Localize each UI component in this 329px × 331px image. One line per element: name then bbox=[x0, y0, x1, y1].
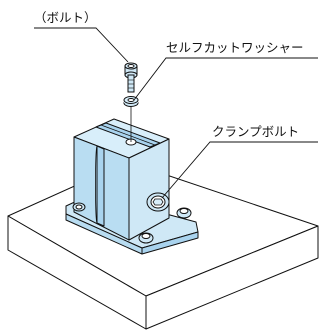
flange-bolt-left bbox=[72, 202, 86, 212]
clamp-side-slot bbox=[96, 145, 105, 227]
washer-part bbox=[123, 96, 139, 107]
flange-bolt-front bbox=[138, 232, 154, 244]
flange-left bbox=[65, 213, 143, 255]
washer-leader bbox=[133, 57, 318, 101]
washer-label: セルフカットワッシャー bbox=[166, 40, 304, 55]
bolt-leader bbox=[34, 27, 129, 63]
bolt-label: （ボルト） bbox=[34, 10, 97, 25]
clamp-bolt-label: クランプボルト bbox=[212, 124, 299, 139]
flange-bolt-right bbox=[176, 207, 192, 219]
bolt-part bbox=[124, 62, 138, 93]
clamp-bolt-head bbox=[146, 192, 170, 212]
leader-lines bbox=[34, 27, 318, 199]
clamp-bolt-leader bbox=[161, 141, 318, 199]
flange-bolts bbox=[72, 202, 192, 244]
base-right-face bbox=[145, 225, 319, 330]
clamp-body bbox=[73, 118, 170, 241]
